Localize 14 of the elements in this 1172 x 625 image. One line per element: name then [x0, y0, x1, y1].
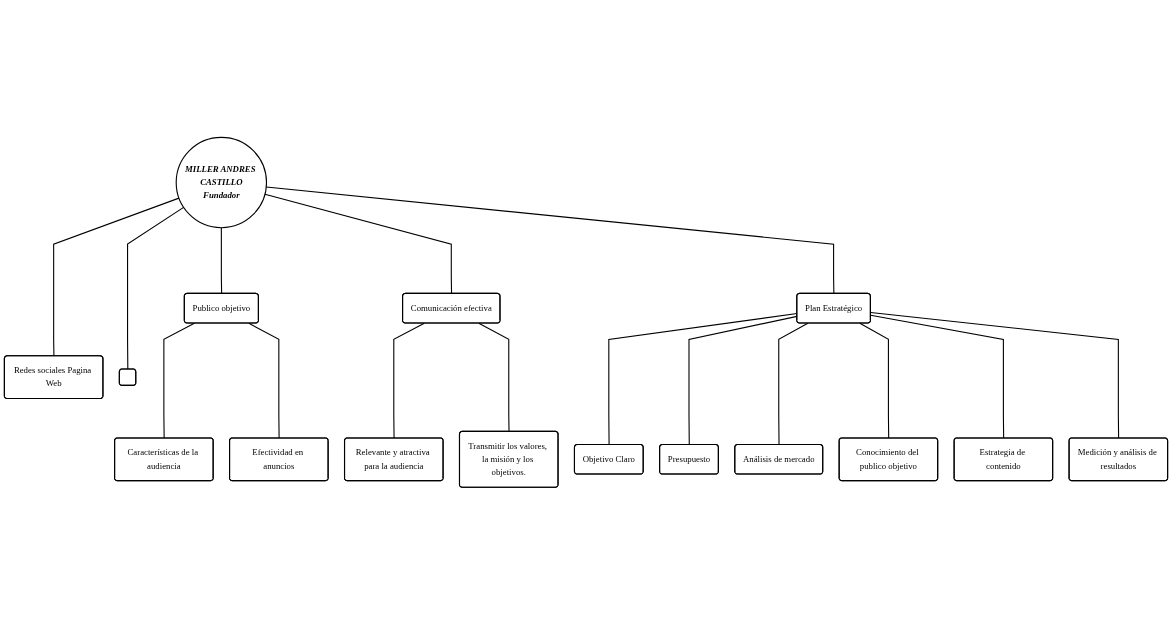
connector — [778, 322, 809, 446]
connector — [53, 197, 180, 357]
node-circle: MILLER ANDRES CASTILLO Fundador — [175, 137, 268, 229]
connector — [220, 227, 223, 295]
connector — [870, 312, 1120, 439]
connector — [393, 322, 425, 439]
connector — [163, 322, 195, 439]
connector — [478, 322, 510, 433]
connector — [859, 322, 890, 439]
connector — [870, 314, 1005, 439]
connector — [264, 193, 453, 295]
connector — [265, 186, 835, 295]
connector — [248, 322, 280, 439]
connector — [127, 207, 185, 370]
